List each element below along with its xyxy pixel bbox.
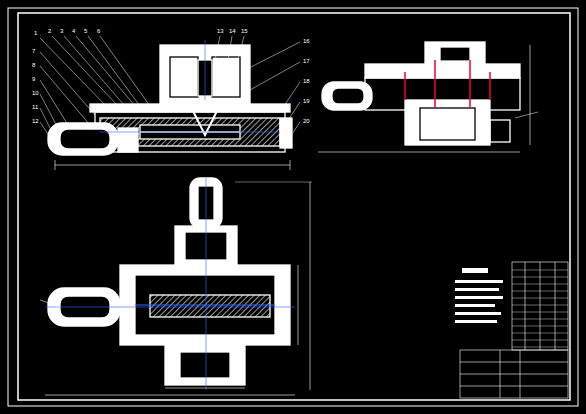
callout-number: 10 <box>31 90 40 97</box>
callout-number: 16 <box>302 38 311 45</box>
callout-number: 7 <box>31 48 36 55</box>
callout-number: 3 <box>59 28 64 35</box>
callout-number: 9 <box>31 76 36 83</box>
title-block <box>455 262 568 398</box>
side-view <box>318 42 538 152</box>
callout-number: 18 <box>302 78 311 85</box>
callout-number: 20 <box>302 118 311 125</box>
leader-lines <box>40 36 300 140</box>
callout-number: 6 <box>96 28 101 35</box>
callout-number: 11 <box>31 104 39 111</box>
callout-number: 19 <box>302 98 311 105</box>
callout-number: 5 <box>83 28 88 35</box>
callout-number: 4 <box>71 28 76 35</box>
callout-number: 2 <box>47 28 52 35</box>
plan-view <box>40 178 312 395</box>
inner-frame <box>18 13 570 400</box>
callout-number: 17 <box>302 58 311 65</box>
callout-number: 1 <box>33 30 38 37</box>
callout-number: 13 <box>216 28 225 35</box>
outer-frame <box>8 8 578 406</box>
callout-number: 12 <box>31 118 40 125</box>
callout-number: 15 <box>240 28 249 35</box>
callout-number: 14 <box>228 28 237 35</box>
callout-number: 8 <box>31 62 36 69</box>
